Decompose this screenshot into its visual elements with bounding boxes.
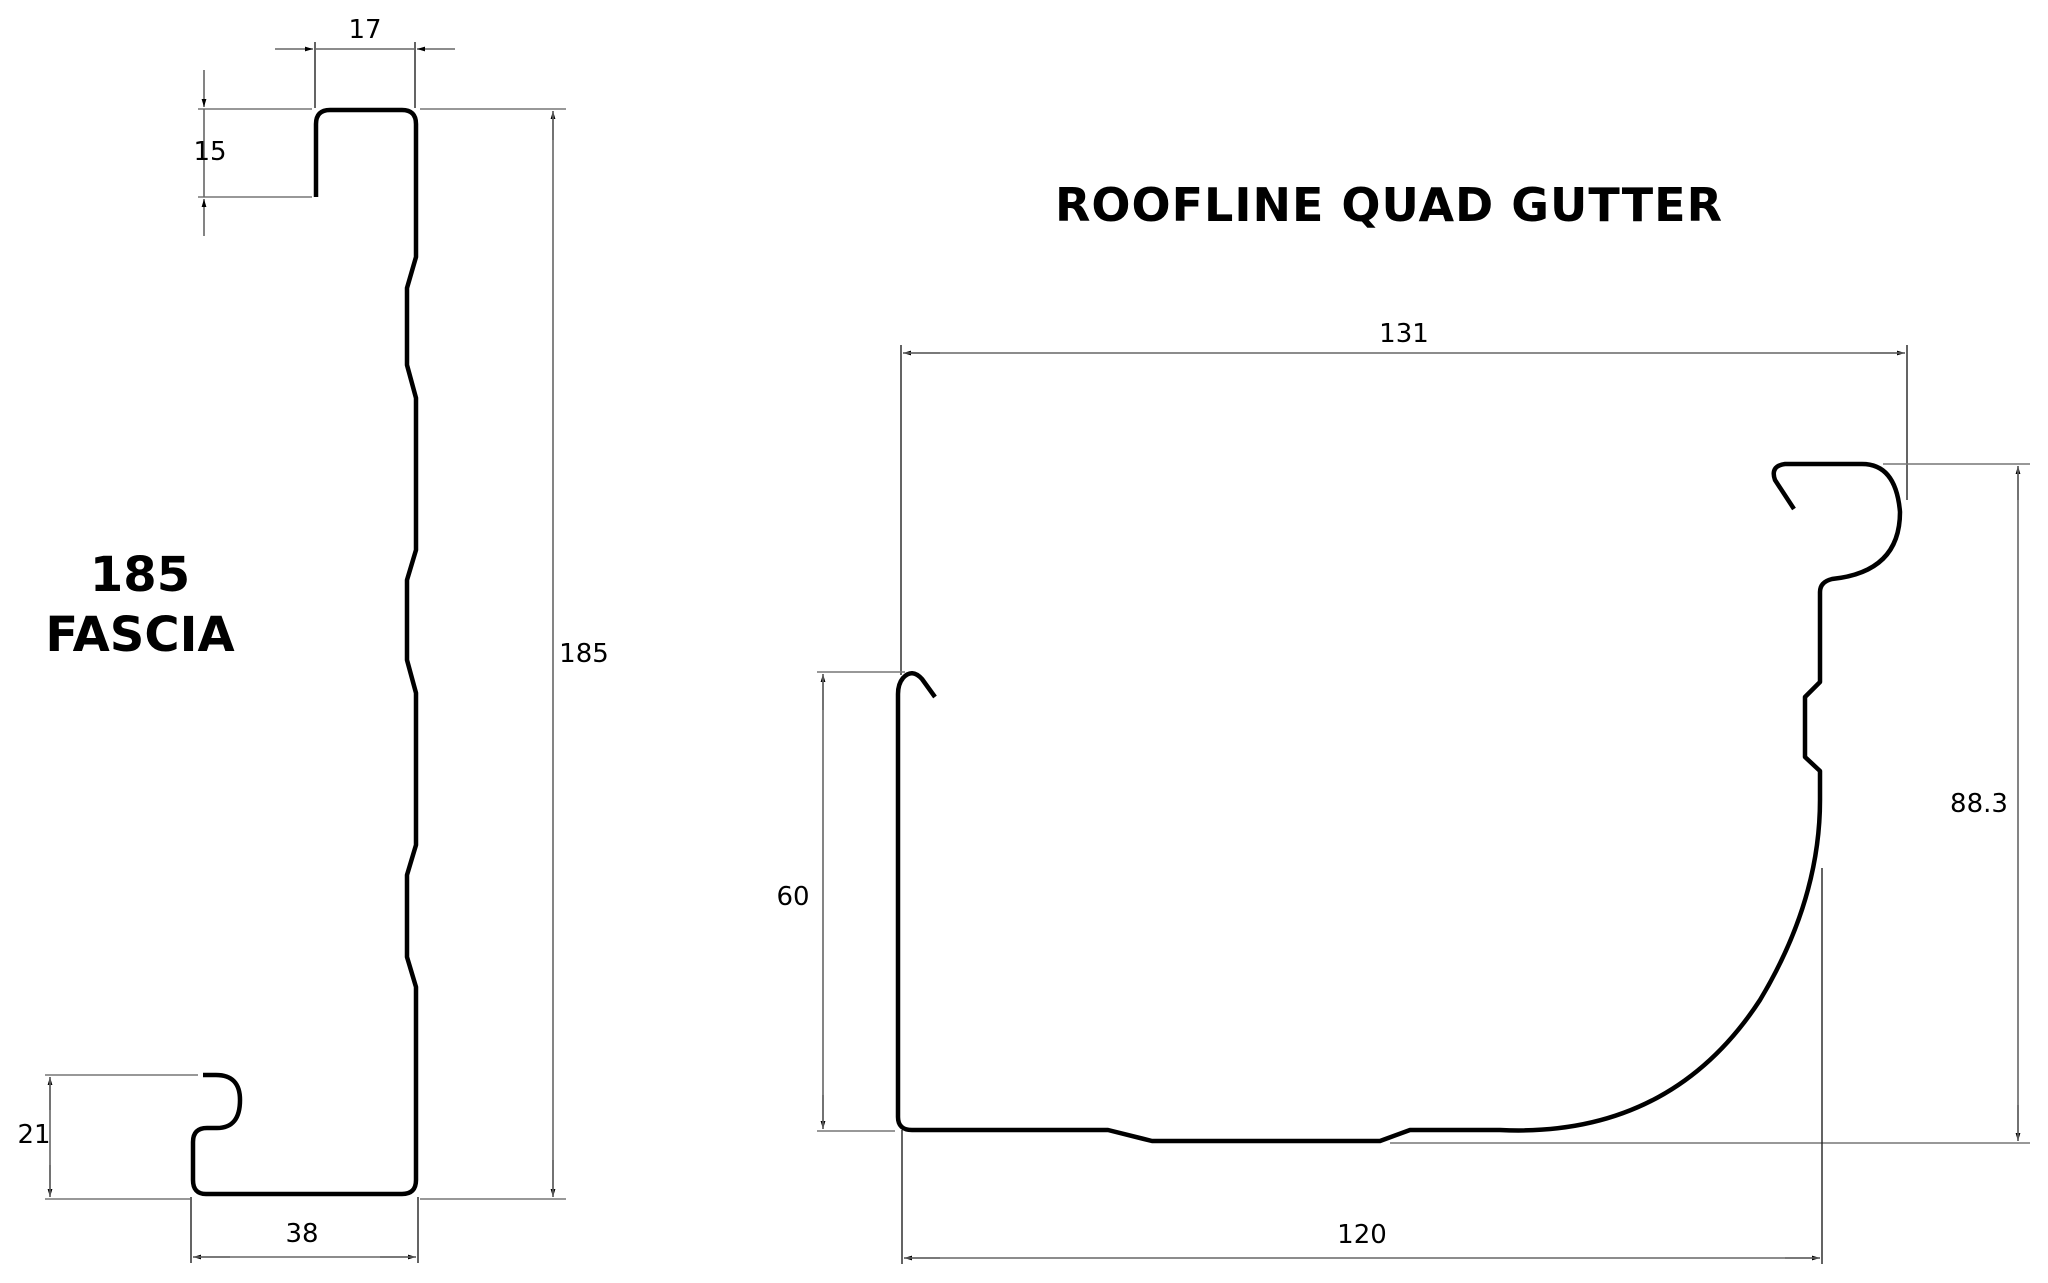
fascia-bottom-width-label: 38	[285, 1219, 319, 1249]
fascia-dim-bottom-return-height	[45, 1074, 198, 1200]
fascia-title-line2: FASCIA	[45, 607, 235, 663]
fascia-top-lip-width-label: 17	[348, 15, 382, 45]
gutter-title: ROOFLINE QUAD GUTTER	[1055, 178, 1724, 232]
fascia-title: 185 FASCIA	[10, 545, 270, 665]
fascia-dim-top-lip-width	[275, 42, 455, 108]
fascia-overall-height-label: 185	[559, 639, 609, 669]
fascia-dim-bottom-width	[190, 1197, 419, 1263]
gutter-base-width-label: 120	[1337, 1220, 1387, 1250]
fascia-dim-overall-height	[420, 108, 566, 1200]
gutter-dim-front-height	[817, 671, 905, 1132]
gutter-dim-back-height	[1390, 463, 2030, 1144]
fascia-dim-top-lip-height	[198, 70, 312, 236]
fascia-profile	[190, 107, 419, 1197]
gutter-overall-width-label: 131	[1379, 319, 1429, 349]
gutter-dim-overall-width	[900, 345, 1908, 675]
gutter-back-height-label: 88.3	[1950, 789, 2008, 819]
fascia-top-lip-height-label: 15	[193, 137, 227, 167]
gutter-dim-base-width	[901, 868, 1823, 1264]
gutter-profile	[895, 461, 1903, 1144]
gutter-front-height-label: 60	[776, 882, 810, 912]
fascia-title-line1: 185	[89, 547, 191, 603]
fascia-bottom-return-height-label: 21	[17, 1120, 51, 1150]
